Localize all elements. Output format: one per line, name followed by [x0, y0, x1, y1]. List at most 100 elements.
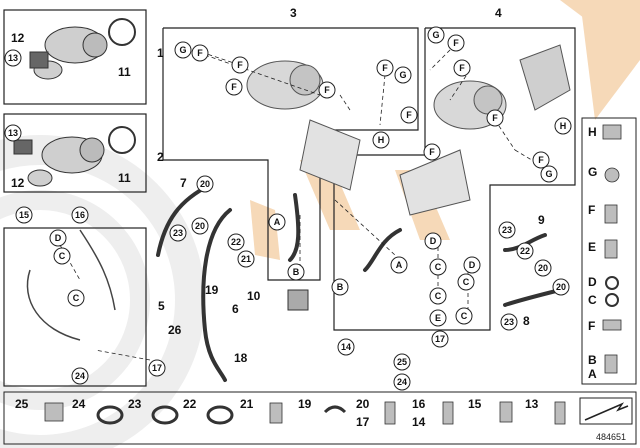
- callout-f: F: [532, 151, 550, 169]
- callout-22: 22: [227, 233, 245, 251]
- legend-label-a: A: [588, 367, 597, 381]
- label-4: 4: [495, 6, 502, 20]
- legend-label-g: G: [588, 165, 597, 179]
- svg-text:21: 21: [241, 254, 251, 264]
- callout-13: 13: [4, 124, 22, 142]
- callout-25: 25: [393, 353, 411, 371]
- svg-text:F: F: [324, 85, 330, 95]
- legend-num-13: 13: [525, 397, 539, 411]
- svg-text:23: 23: [504, 317, 514, 327]
- callout-16: 16: [71, 206, 89, 224]
- group-box-1: [3, 9, 147, 105]
- legend-num-24: 24: [72, 397, 86, 411]
- svg-text:F: F: [453, 38, 459, 48]
- callout-g: G: [427, 26, 445, 44]
- svg-text:F: F: [492, 113, 498, 123]
- group-box-2: [3, 113, 147, 193]
- svg-text:D: D: [430, 236, 437, 246]
- svg-text:20: 20: [200, 179, 210, 189]
- group-box-4: [333, 27, 576, 331]
- oil-feed-lines: [26, 229, 116, 341]
- callout-c: C: [457, 273, 475, 291]
- svg-text:13: 13: [8, 128, 18, 138]
- svg-text:C: C: [73, 293, 80, 303]
- legend-label-f: F: [588, 319, 595, 333]
- legend-label-d: D: [588, 275, 597, 289]
- callout-a: A: [390, 256, 408, 274]
- callout-17: 17: [431, 330, 449, 348]
- svg-text:22: 22: [231, 237, 241, 247]
- callout-g: G: [394, 66, 412, 84]
- callout-f: F: [486, 109, 504, 127]
- callout-f: F: [423, 143, 441, 161]
- callout-20: 20: [196, 175, 214, 193]
- legend-num-20: 20: [356, 397, 370, 411]
- callout-f: F: [376, 59, 394, 77]
- callout-c: C: [53, 247, 71, 265]
- label-5: 5: [158, 299, 165, 313]
- legend-row: [3, 391, 637, 445]
- svg-text:G: G: [545, 169, 552, 179]
- callout-c: C: [429, 287, 447, 305]
- legend-label-b: B: [588, 353, 597, 367]
- turbocharger-2: [13, 136, 105, 187]
- label-1: 1: [157, 46, 164, 60]
- svg-text:A: A: [274, 217, 281, 227]
- svg-text:H: H: [378, 135, 385, 145]
- svg-text:F: F: [237, 60, 243, 70]
- svg-text:20: 20: [556, 282, 566, 292]
- callout-24: 24: [393, 373, 411, 391]
- svg-text:F: F: [231, 82, 237, 92]
- callout-b: B: [331, 278, 349, 296]
- callout-f: F: [447, 34, 465, 52]
- legend-parts: [602, 124, 622, 374]
- legend-num-16: 16: [412, 397, 426, 411]
- svg-text:F: F: [538, 155, 544, 165]
- clamp-11b: [108, 126, 136, 154]
- clamp-11a: [108, 18, 136, 46]
- svg-text:D: D: [469, 260, 476, 270]
- label-26: 26: [168, 323, 182, 337]
- label-9: 9: [538, 213, 545, 227]
- svg-text:E: E: [435, 313, 441, 323]
- callout-22: 22: [516, 242, 534, 260]
- svg-text:C: C: [59, 251, 66, 261]
- label-12a: 12: [11, 31, 25, 45]
- callout-c: C: [455, 307, 473, 325]
- oil-lines: [156, 183, 562, 382]
- callout-f: F: [453, 59, 471, 77]
- callout-23: 23: [169, 224, 187, 242]
- callout-17: 17: [148, 359, 166, 377]
- label-2: 2: [157, 150, 164, 164]
- svg-text:20: 20: [195, 221, 205, 231]
- callout-15: 15: [15, 206, 33, 224]
- callout-f: F: [318, 81, 336, 99]
- legend-num-17: 17: [356, 415, 370, 429]
- callout-a: A: [268, 213, 286, 231]
- callout-h: H: [372, 131, 390, 149]
- svg-text:F: F: [197, 48, 203, 58]
- callout-20: 20: [534, 259, 552, 277]
- svg-text:24: 24: [397, 377, 407, 387]
- callout-e: E: [429, 309, 447, 327]
- label-10: 10: [247, 289, 261, 303]
- svg-text:B: B: [293, 267, 300, 277]
- callout-23: 23: [500, 313, 518, 331]
- svg-text:25: 25: [397, 357, 407, 367]
- svg-text:17: 17: [152, 363, 162, 373]
- svg-text:F: F: [459, 63, 465, 73]
- legend-label-e: E: [588, 240, 596, 254]
- svg-text:20: 20: [538, 263, 548, 273]
- callout-20: 20: [552, 278, 570, 296]
- svg-text:A: A: [396, 260, 403, 270]
- svg-text:23: 23: [173, 228, 183, 238]
- svg-text:14: 14: [341, 342, 351, 352]
- callout-23: 23: [498, 221, 516, 239]
- legend-num-19: 19: [298, 397, 312, 411]
- group-box-3: [162, 27, 419, 281]
- callout-20: 20: [191, 217, 209, 235]
- svg-text:16: 16: [75, 210, 85, 220]
- label-19: 19: [205, 283, 219, 297]
